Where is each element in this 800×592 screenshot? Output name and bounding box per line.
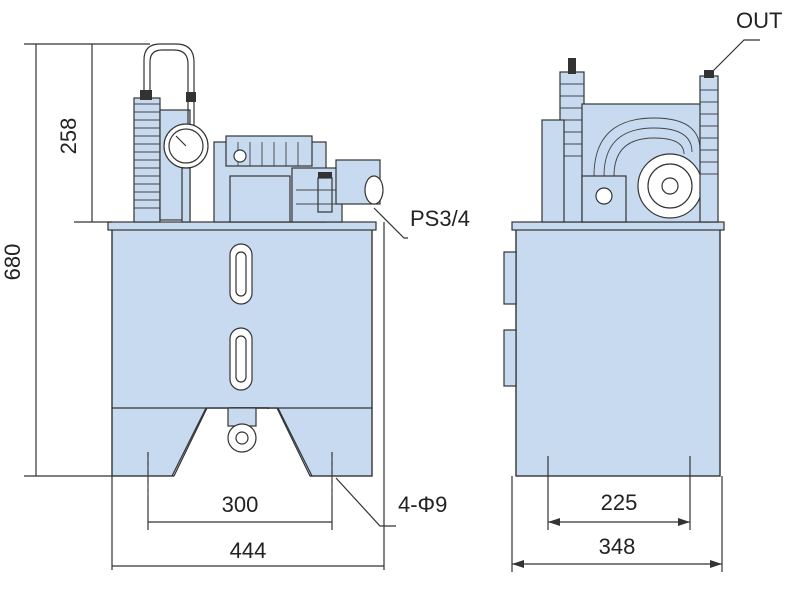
- dim-348-label: 348: [599, 534, 636, 559]
- front-view: [107, 43, 384, 477]
- dimension-lines: [24, 39, 760, 572]
- dim-680-label: 680: [0, 244, 25, 281]
- dim-258-label: 258: [56, 118, 81, 155]
- suction-port-label: PS3/4: [410, 206, 470, 231]
- dim-444-label: 444: [230, 538, 267, 563]
- level-gauge-upper: [229, 243, 253, 305]
- mount-holes-label: 4-Φ9: [398, 492, 447, 517]
- dim-300-label: 300: [222, 492, 259, 517]
- pressure-gauge-icon: [163, 123, 209, 223]
- dim-225-label: 225: [601, 490, 638, 515]
- valve-block: [291, 159, 384, 223]
- pressure-pipe: [143, 43, 196, 140]
- out-fitting: [699, 70, 719, 223]
- level-gauge-lower: [229, 327, 253, 391]
- side-filter: [541, 58, 585, 223]
- side-view: [503, 58, 725, 477]
- side-motor: [581, 103, 711, 223]
- side-tank: [503, 221, 725, 477]
- drain-plug: [227, 407, 257, 453]
- out-port-label: OUT: [736, 8, 782, 33]
